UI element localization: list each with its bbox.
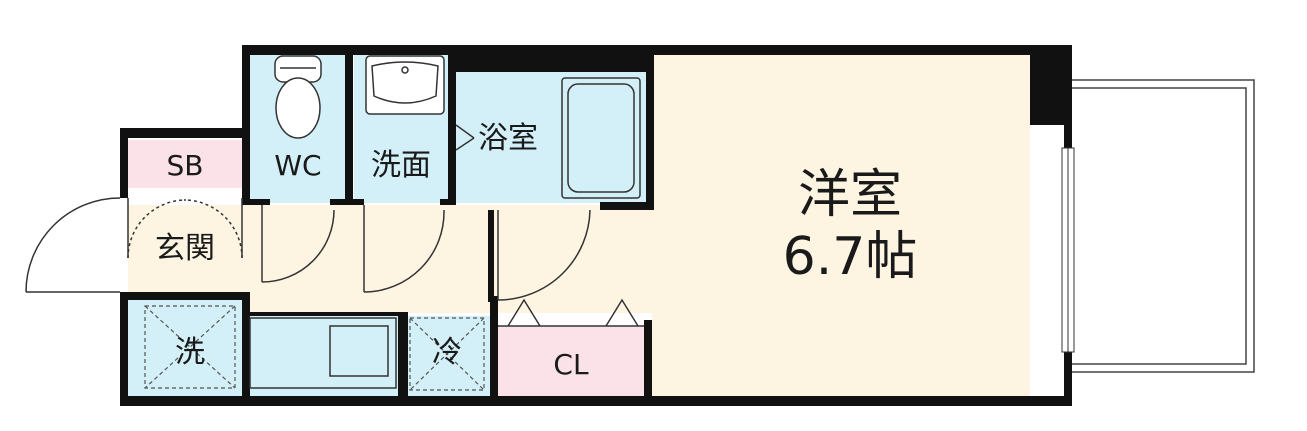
wall-wc-wash-bottom <box>330 199 364 205</box>
fridge-space-icon <box>409 317 485 391</box>
kitchen-sink-icon <box>249 317 397 389</box>
laundry-label: 洗 <box>175 335 205 370</box>
laundry-pan-icon <box>144 305 236 389</box>
laundry-floor <box>128 300 242 396</box>
wall-laundry-top <box>120 292 250 300</box>
western-room-floor <box>652 55 1030 398</box>
wall-bath-bottom-right <box>600 202 654 210</box>
washroom-label: 洗面 <box>371 148 431 183</box>
wall-bottom <box>120 396 1072 406</box>
bath-floor <box>456 72 646 203</box>
balcony-railing-icon <box>1072 79 1255 373</box>
room-labels: 洋室 6.7帖 浴室 洗面 WC SB 玄関 洗 冷 CL <box>155 121 917 381</box>
wall-fridge-left <box>398 312 408 406</box>
wall-wash-right <box>448 45 456 205</box>
toilet-label: WC <box>274 149 321 182</box>
wall-closet-right <box>644 320 652 406</box>
wall-toilet-left <box>242 45 250 205</box>
shoebox-label: SB <box>167 149 204 182</box>
wall-wash-bottom <box>440 199 456 205</box>
wall-left-lower <box>120 292 128 406</box>
door-swing-icon <box>25 124 644 327</box>
shoebox-floor <box>128 140 242 188</box>
wall-closet-left <box>490 296 498 406</box>
wall-laundry-right <box>242 292 250 406</box>
window-icon <box>1061 147 1075 353</box>
wall-corridor-mid <box>488 210 494 302</box>
western-room-name: 洋室 <box>798 165 902 225</box>
wall-toilet-right <box>345 45 353 205</box>
bathtub-icon <box>561 77 641 199</box>
kitchen-floor <box>250 316 398 396</box>
western-room-size: 6.7帖 <box>783 227 918 287</box>
wall-bath-right <box>646 45 654 210</box>
wall-entrance-top <box>120 128 250 138</box>
sink-icon <box>365 55 445 115</box>
wall-bath-top <box>456 55 652 72</box>
bath-label: 浴室 <box>478 121 538 156</box>
wall-kitchen-top <box>250 312 398 316</box>
wall-toilet-bottom <box>242 199 270 205</box>
entrance-label: 玄関 <box>155 231 215 266</box>
toilet-icon <box>274 55 322 139</box>
wall-left-upper <box>120 128 128 198</box>
closet-floor <box>498 326 644 396</box>
fridge-label: 冷 <box>432 335 462 370</box>
closet-label: CL <box>553 348 589 381</box>
wall-top <box>242 45 1072 55</box>
